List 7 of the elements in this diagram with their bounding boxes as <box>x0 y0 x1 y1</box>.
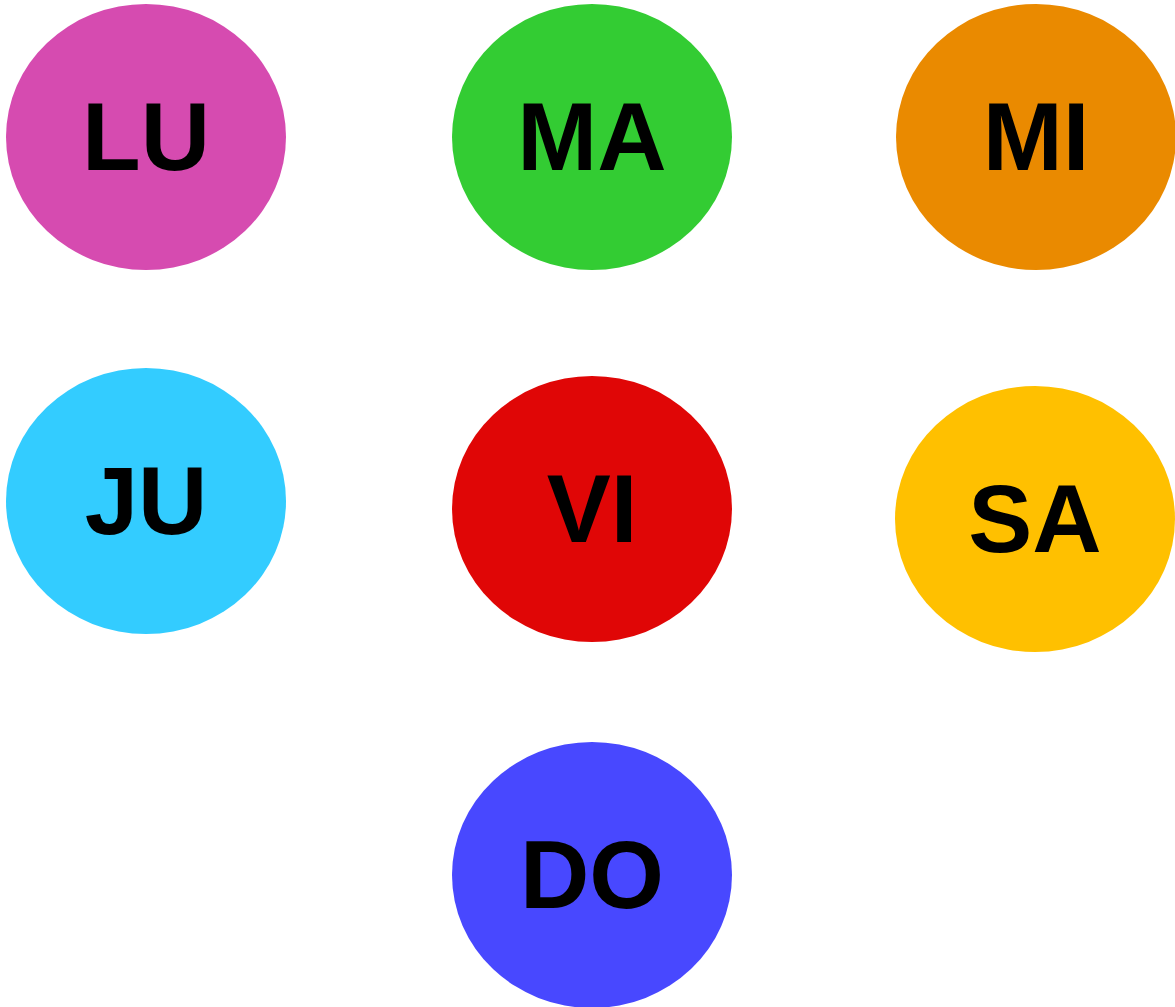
node-label: SA <box>968 471 1102 567</box>
node-label: MI <box>982 89 1090 185</box>
node-label: DO <box>520 827 664 923</box>
node-label: JU <box>84 453 208 549</box>
node-label: LU <box>82 89 210 185</box>
node-label: VI <box>546 461 638 557</box>
node-label: MA <box>517 89 667 185</box>
